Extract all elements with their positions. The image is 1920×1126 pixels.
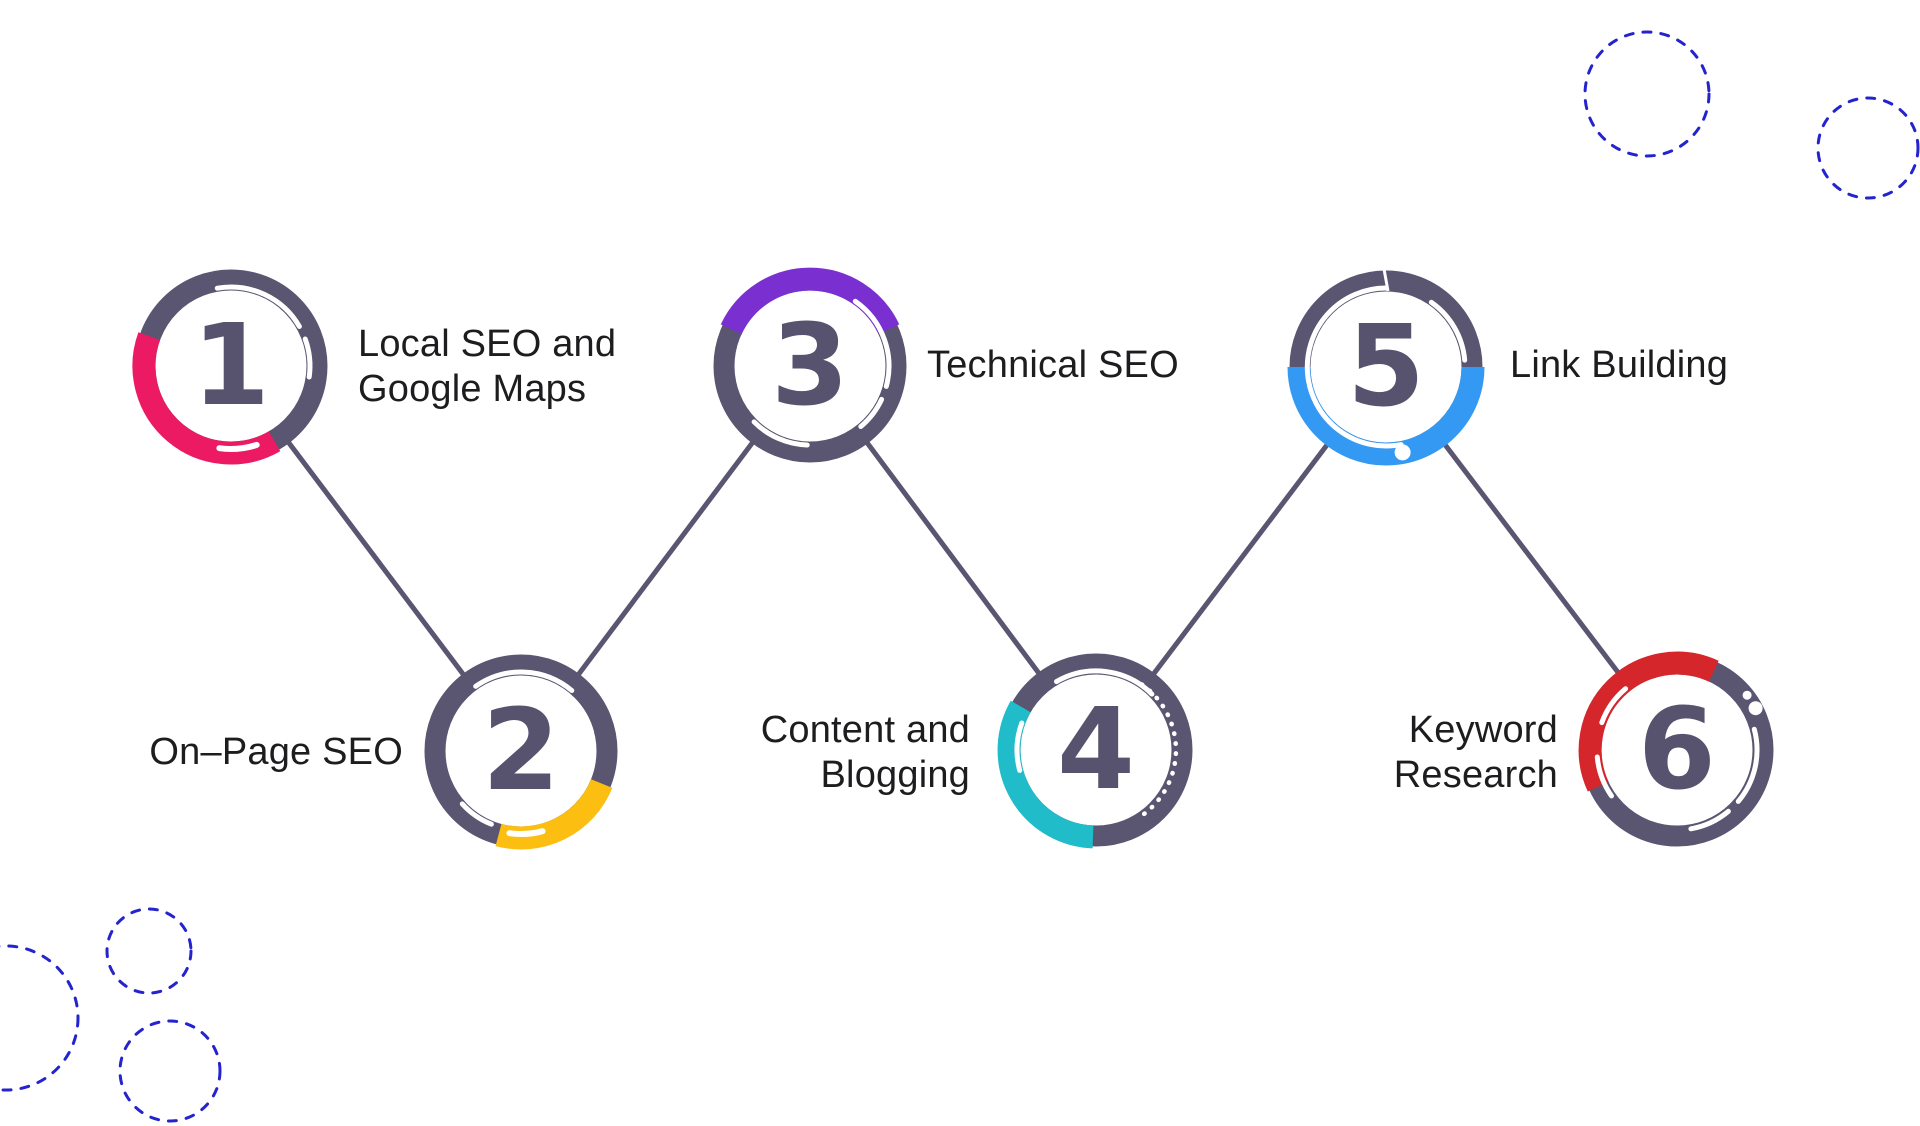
step-4-accent-arc	[997, 700, 1094, 849]
step-2-number: 2	[482, 686, 560, 816]
step-2-label: On–Page SEO	[149, 731, 403, 773]
dashed-circle-bottom-left-lower	[118, 1019, 222, 1123]
step-3-label: Technical SEO	[927, 344, 1179, 386]
step-6-accent-arc	[1578, 651, 1719, 792]
step-6-label: Keyword Research	[1393, 709, 1558, 796]
step-6-shine-dot-small	[1742, 690, 1752, 700]
dashed-circle-bottom-left-upper	[105, 907, 193, 995]
step-2-circle	[424, 654, 618, 850]
step-5-number: 5	[1347, 302, 1425, 432]
step-5-label: Link Building	[1510, 344, 1729, 386]
step-6-number: 6	[1638, 685, 1716, 815]
dashed-circle-top-right-small	[1816, 96, 1920, 200]
step-5-shine-dot	[1394, 444, 1411, 461]
step-4-circle-fill	[1001, 655, 1191, 845]
step-4-number: 4	[1057, 685, 1135, 815]
step-4-label: Content and Blogging	[760, 709, 970, 796]
step-3-shine	[751, 298, 892, 448]
step-2-accent-arc	[495, 778, 613, 850]
step-3-circle	[713, 267, 907, 463]
dashed-decor-group	[0, 30, 1920, 1123]
step-1-accent-arc	[132, 332, 281, 465]
step-1-number: 1	[192, 301, 270, 431]
step-2-shine	[459, 669, 594, 838]
step-6-circle	[1578, 651, 1774, 847]
step-5-circle-fill	[1291, 272, 1481, 462]
step-5-accent-arc	[1287, 366, 1485, 466]
step-1-label: Local SEO and Google Maps	[358, 323, 617, 410]
dashed-circle-bottom-left-edge	[0, 944, 80, 1092]
step-1-circle	[132, 269, 328, 465]
step-5-shine	[1304, 268, 1468, 461]
step-6-shine	[1594, 686, 1763, 832]
step-2-circle-fill	[426, 656, 616, 846]
step-5-circle	[1287, 268, 1485, 466]
step-4-circle	[997, 653, 1193, 849]
step-3-number: 3	[771, 301, 849, 431]
step-6-shine-dot-large	[1748, 701, 1763, 716]
step-1-shine	[214, 284, 313, 452]
step-1-circle-fill	[136, 271, 326, 461]
step-4-shine	[1014, 668, 1179, 818]
step-6-circle-fill	[1582, 655, 1772, 845]
step-3-accent-arc	[720, 267, 900, 335]
dashed-circle-top-right-large	[1583, 30, 1711, 158]
step-3-circle-fill	[715, 271, 905, 461]
